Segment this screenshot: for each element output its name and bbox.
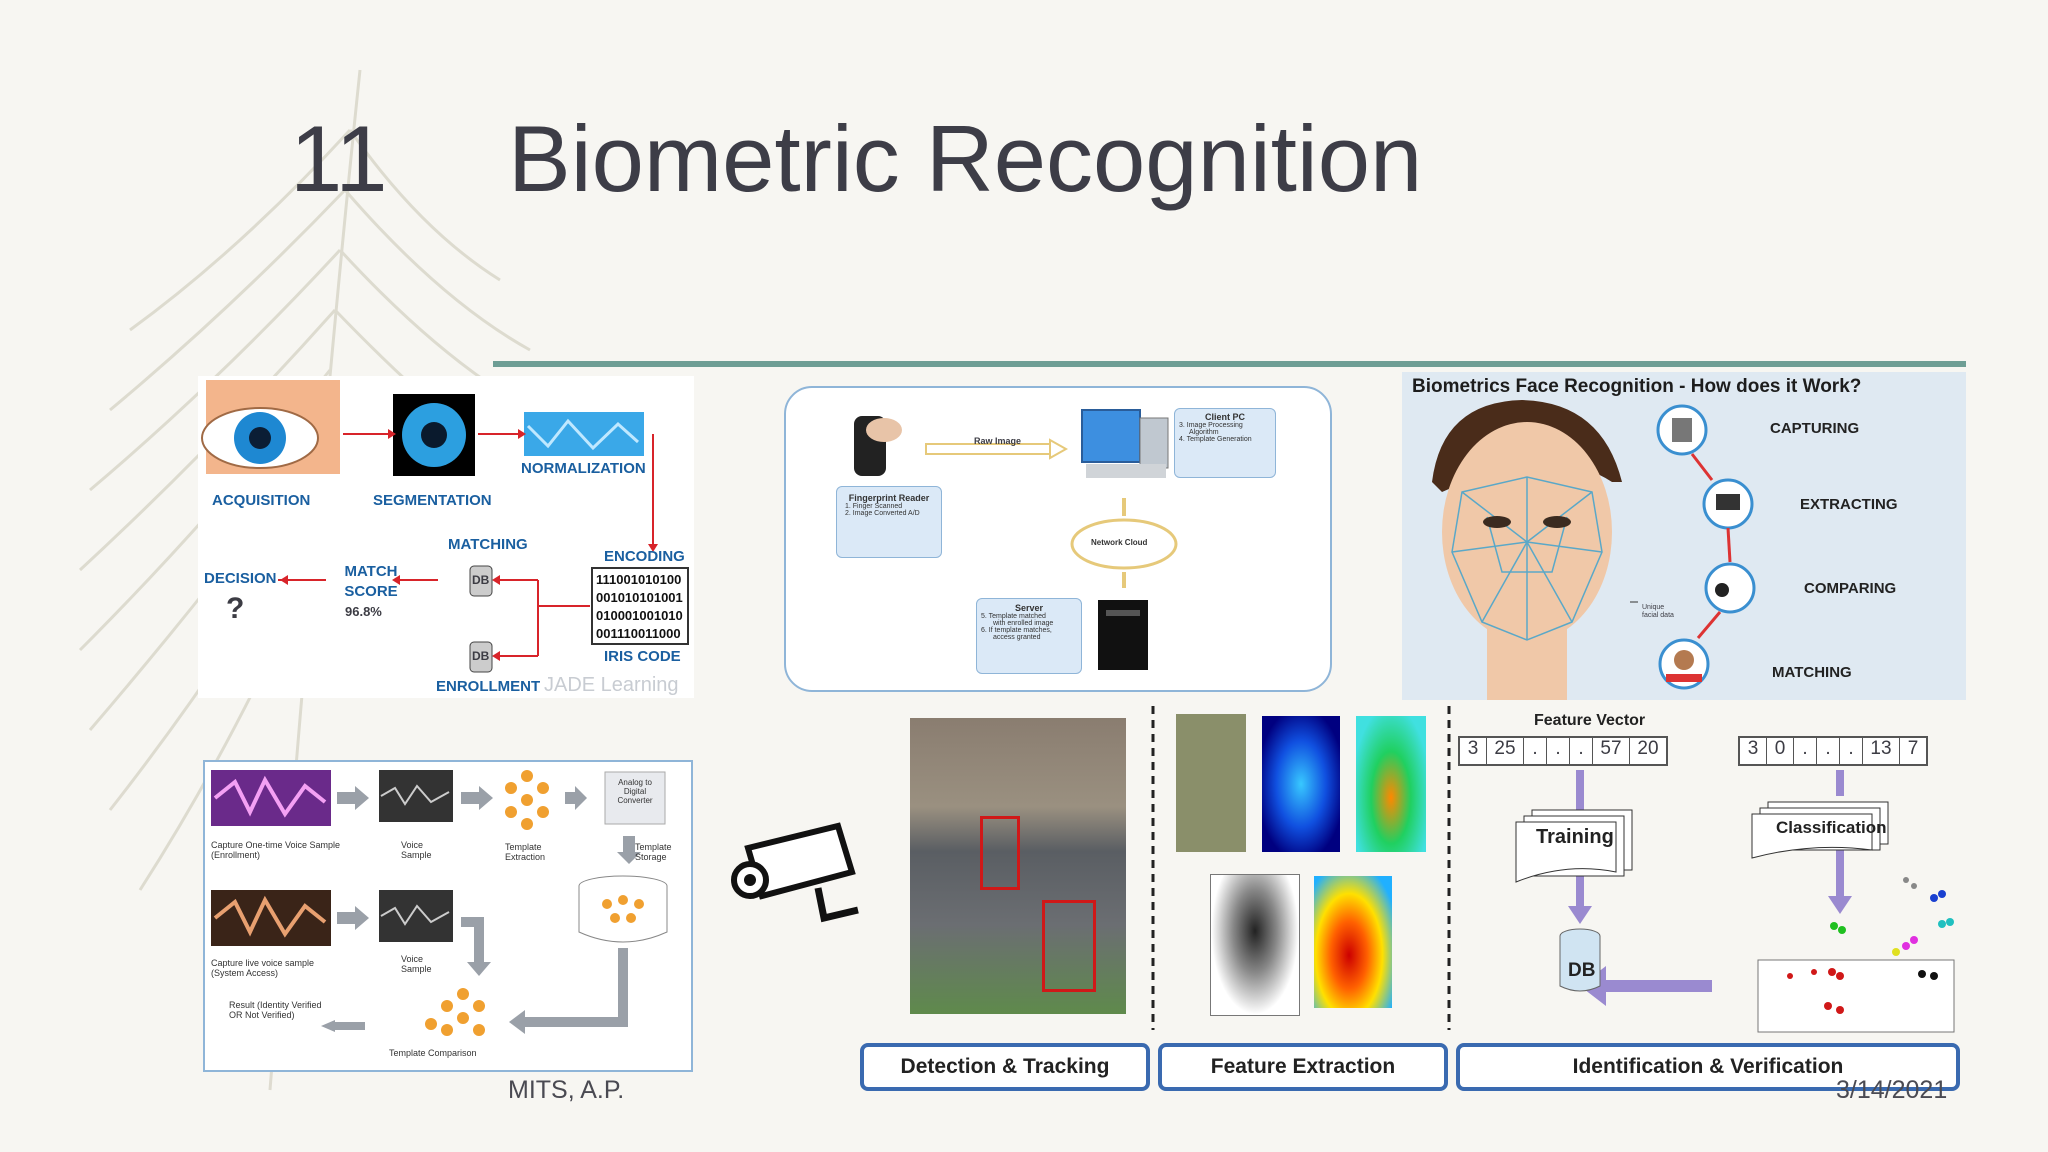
stage-feature-extraction: Feature Extraction	[1158, 1043, 1448, 1091]
title-divider	[493, 361, 1966, 367]
stage-detection-tracking: Detection & Tracking	[860, 1043, 1150, 1091]
separator	[1151, 706, 1155, 1030]
db-matching: DB	[472, 573, 490, 587]
server-step: access granted	[993, 634, 1041, 641]
face-step-matching: MATCHING	[1772, 664, 1852, 681]
template-comparison-label: Template Comparison	[389, 1048, 477, 1058]
adc-label: Analog to Digital Converter	[617, 778, 653, 805]
template-storage-label: Template Storage	[635, 842, 672, 862]
unique-facial-data-label: Unique facial data	[1642, 604, 1674, 619]
person-detection-box	[980, 816, 1020, 890]
vector-cell: .	[1547, 738, 1570, 764]
db-label: DB	[1568, 960, 1596, 981]
network-cloud-label: Network Cloud	[1091, 538, 1148, 547]
voice-sample-label: Voice Sample	[401, 840, 432, 860]
voice-recognition-diagram: Capture One-time Voice Sample (Enrollmen…	[203, 760, 693, 1072]
vector-cell: 57	[1593, 738, 1630, 764]
server-step: 5. Template matched	[981, 613, 1046, 620]
client-step: 4. Template Generation	[1179, 436, 1252, 443]
vector-cell: .	[1524, 738, 1547, 764]
iris-code-row: 010001001010	[596, 608, 683, 623]
face-title: Biometrics Face Recognition - How does i…	[1412, 376, 1862, 397]
normalization-label: NORMALIZATION	[521, 460, 646, 477]
face-graphic	[1432, 400, 1756, 700]
footer-institution: MITS, A.P.	[508, 1076, 625, 1104]
iris-code: 111001010100 001010101001 010001001010 0…	[596, 571, 686, 643]
fingerprint-graphic	[854, 409, 1178, 670]
reader-title: Fingerprint Reader	[848, 493, 930, 503]
server-title: Server	[1014, 603, 1044, 613]
face-step-capturing: CAPTURING	[1770, 420, 1860, 437]
vector-cell: 13	[1863, 738, 1900, 764]
capture-enroll-label: Capture One-time Voice Sample (Enrollmen…	[211, 840, 341, 860]
iris-code-row: 001010101001	[596, 590, 683, 605]
heatmap-image	[1314, 876, 1392, 1008]
fingerprint-reader-box: Fingerprint Reader 1. Finger Scanned 2. …	[836, 486, 942, 558]
training-label: Training	[1536, 826, 1614, 848]
iris-code-label: IRIS CODE	[604, 648, 681, 665]
iris-pipeline-graphic	[201, 380, 689, 673]
acquisition-label: ACQUISITION	[212, 492, 311, 509]
vector-cell: .	[1817, 738, 1840, 764]
reader-step: 1. Finger Scanned	[845, 503, 903, 510]
gait-energy-image	[1210, 874, 1300, 1016]
client-step: Algorithm	[1189, 429, 1219, 436]
result-label: Result (Identity Verified OR Not Verifie…	[229, 1000, 322, 1020]
vector-cell: 0	[1767, 738, 1794, 764]
template-extraction-label: Template Extraction	[505, 842, 546, 862]
client-pc-box: Client PC 3. Image Processing Algorithm …	[1174, 408, 1276, 478]
vector-cell: .	[1570, 738, 1593, 764]
reader-step: 2. Image Converted A/D	[845, 510, 920, 517]
silhouette-image	[1176, 714, 1246, 852]
decision-label: DECISION	[204, 570, 277, 587]
server-step: 6. If template matches,	[981, 627, 1052, 634]
vector-cell: .	[1840, 738, 1863, 764]
client-pc-title: Client PC	[1204, 412, 1245, 422]
vector-cell: 3	[1460, 738, 1487, 764]
iris-recognition-diagram: ACQUISITION SEGMENTATION NORMALIZATION E…	[198, 376, 694, 698]
face-step-comparing: COMPARING	[1804, 580, 1897, 597]
iris-code-row: 111001010100	[596, 572, 682, 587]
classification-label: Classification	[1776, 818, 1887, 837]
street-scene-image	[910, 718, 1126, 1014]
feature-vector-1: 3 25 . . . 57 20	[1458, 736, 1668, 766]
slide-title: Biometric Recognition	[508, 106, 1423, 211]
feature-vector-2: 3 0 . . . 13 7	[1738, 736, 1928, 766]
decision-mark: ?	[226, 592, 245, 625]
vector-cell: 3	[1740, 738, 1767, 764]
match-score-value: 96.8%	[345, 604, 382, 619]
person-detection-box	[1042, 900, 1096, 992]
segmentation-label: SEGMENTATION	[373, 492, 492, 509]
camera-icon	[731, 822, 859, 923]
feature-vector-label: Feature Vector	[1534, 712, 1646, 729]
stage-identification-verification: Identification & Verification	[1456, 1043, 1960, 1091]
db-enrollment: DB	[472, 649, 490, 663]
energy-image-blue	[1262, 716, 1340, 852]
watermark: JADE Learning	[544, 674, 679, 696]
voice-sample-label-2: Voice Sample	[401, 954, 432, 974]
fingerprint-diagram: Raw Image Client PC 3. Image Processing …	[784, 386, 1332, 692]
vector-cell: .	[1794, 738, 1817, 764]
client-step: 3. Image Processing	[1179, 422, 1243, 429]
capture-live-label: Capture live voice sample (System Access…	[211, 958, 315, 978]
server-box: Server 5. Template matched with enrolled…	[976, 598, 1082, 674]
voice-graphic	[211, 770, 668, 1036]
server-step: with enrolled image	[993, 620, 1054, 627]
matching-label: MATCHING	[448, 536, 528, 553]
footer-date: 3/14/2021	[1836, 1076, 1948, 1104]
separator	[1447, 706, 1451, 1030]
enrollment-label: ENROLLMENT	[436, 678, 541, 695]
vector-cell: 20	[1637, 738, 1659, 759]
slide-number: 11	[290, 106, 388, 211]
face-step-extracting: EXTRACTING	[1800, 496, 1898, 513]
classification-flow-graphic	[1515, 770, 1955, 1033]
raw-image-label: Raw Image	[974, 436, 1022, 446]
energy-image-green	[1356, 716, 1426, 852]
iris-code-row: 001110011000	[596, 626, 681, 641]
match-score-label: MATCH SCORE	[344, 563, 398, 600]
encoding-label: ENCODING	[604, 548, 685, 565]
vector-cell: 25	[1487, 738, 1524, 764]
face-recognition-diagram: Biometrics Face Recognition - How does i…	[1402, 372, 1966, 700]
vector-cell: 7	[1907, 738, 1919, 759]
